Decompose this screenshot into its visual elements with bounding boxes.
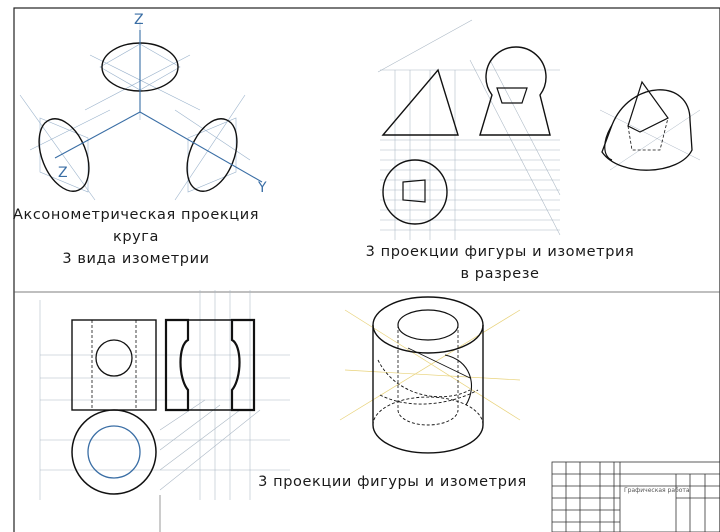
title-block (551, 461, 720, 532)
caption-axonometric-line2: круга (112, 229, 160, 245)
axis-label-z-top: Z (134, 12, 144, 28)
caption-section-line1: 3 проекции фигуры и изометрия (365, 244, 635, 260)
caption-axonometric-line3: 3 вида изометрии (62, 251, 210, 267)
axis-label-z-left: Z (58, 165, 68, 181)
title-block-name: Графическая работа (624, 487, 690, 494)
axis-label-y: Y (258, 180, 267, 196)
caption-axonometric-line1: Аксонометрическая проекция (12, 207, 260, 223)
caption-projections: 3 проекции фигуры и изометрия (258, 474, 527, 490)
caption-section-line2: в разрезе (460, 266, 540, 282)
axonometric-circles (19, 22, 263, 201)
sheet-frame (13, 7, 720, 532)
isometric-cylinder (339, 296, 521, 454)
bottom-projections (39, 290, 290, 532)
section-views (377, 19, 701, 240)
